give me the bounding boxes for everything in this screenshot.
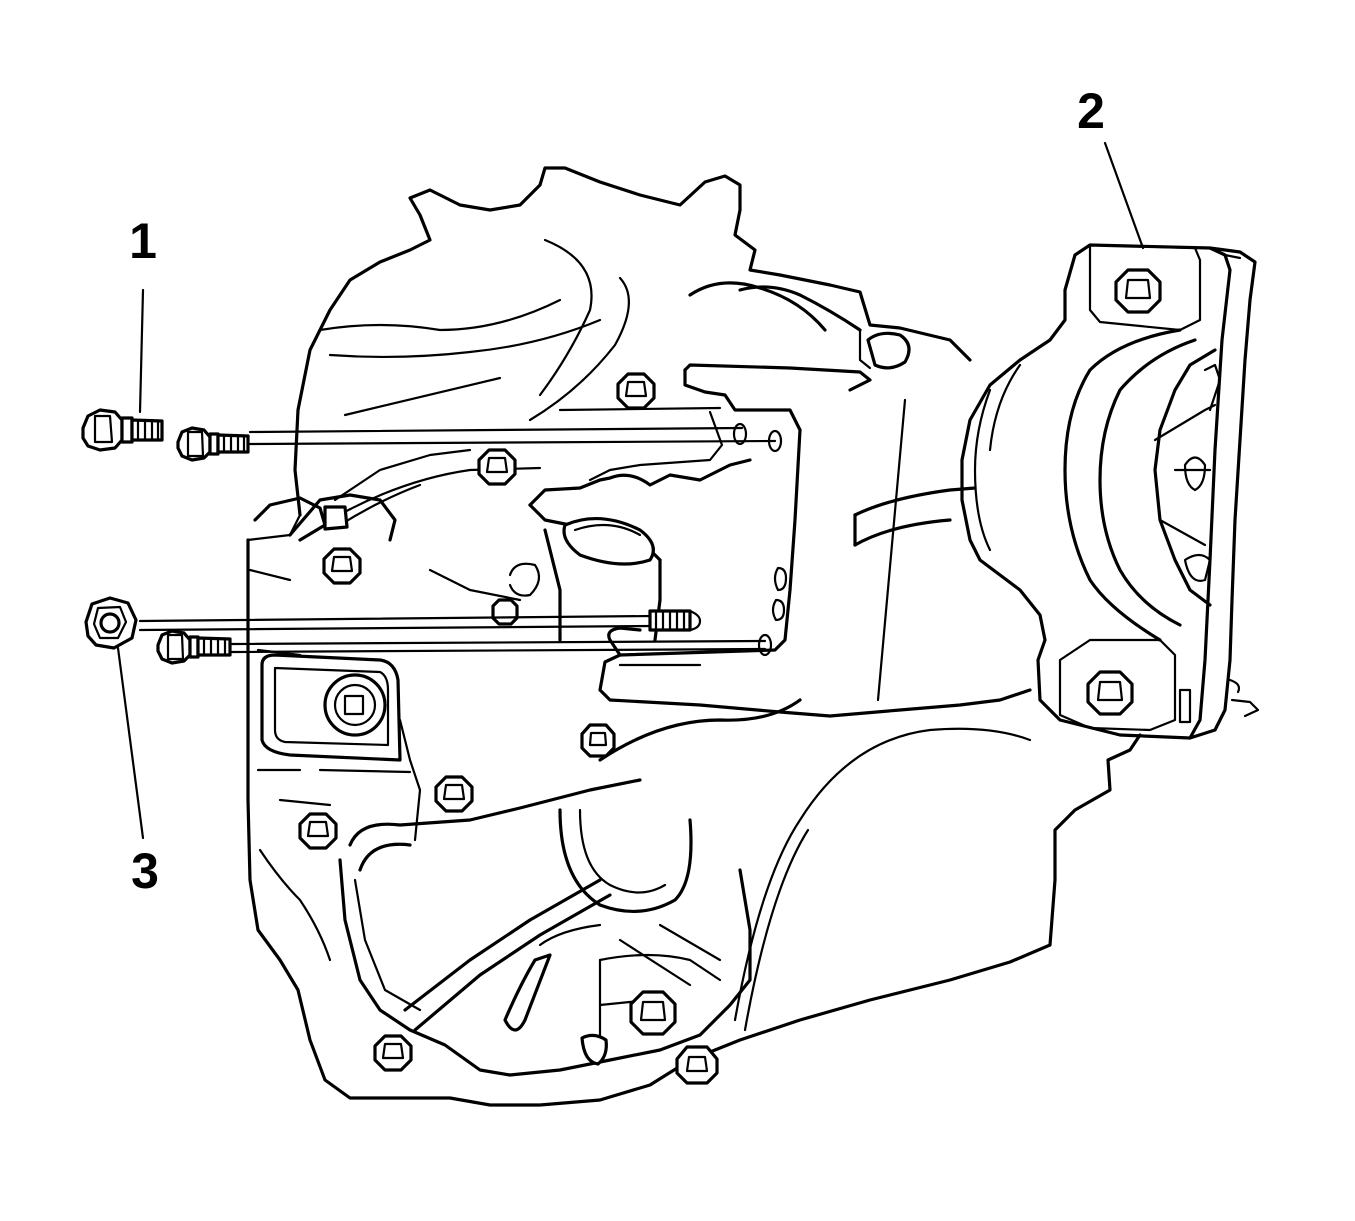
alignment-lines: [138, 422, 783, 657]
callout-1: 1: [129, 213, 157, 269]
transmission-case: [246, 166, 1142, 1107]
callout-labels: 1 2 3: [129, 83, 1105, 899]
case-bolts: [298, 268, 1162, 1085]
bolt-1: [81, 408, 164, 452]
transmission-mount: [960, 243, 1260, 740]
nut-3: [84, 596, 138, 650]
bolt-upper-second: [176, 426, 250, 462]
callout-leaders: [116, 141, 1145, 840]
mount-bracket: [428, 363, 1032, 718]
drain-plug: [260, 653, 402, 762]
callout-2: 2: [1077, 83, 1105, 139]
callout-3: 3: [131, 843, 159, 899]
mount-stud: [648, 609, 702, 632]
bolt-lower-second: [156, 629, 232, 665]
